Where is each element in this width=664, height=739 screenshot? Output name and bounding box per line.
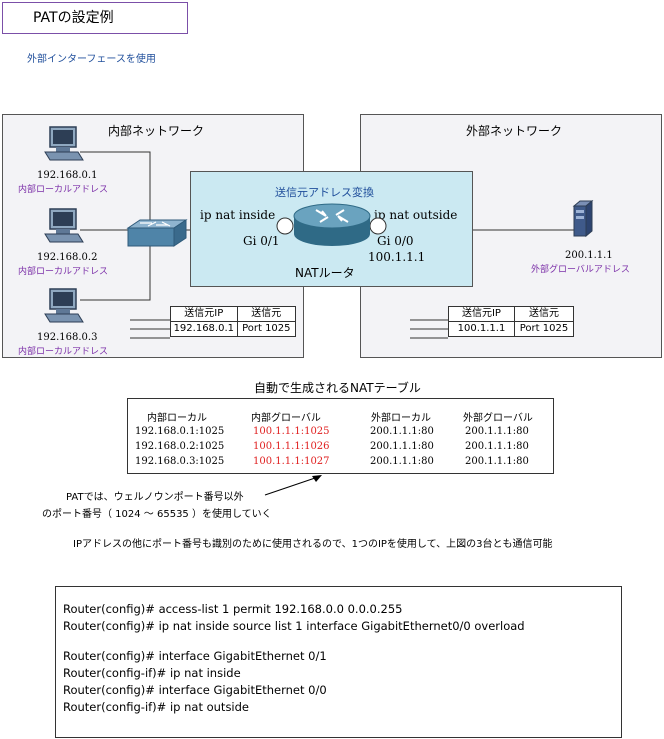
config-line: Router(config-if)# ip nat outside: [63, 700, 250, 714]
computer-icon: [44, 208, 84, 243]
server-ip: 200.1.1.1: [565, 250, 613, 261]
packet-src-port-header: 送信元: [513, 306, 575, 322]
nat-table-cell: 200.1.1.1:80: [370, 456, 434, 467]
outside-interface-name: Gi 0/0: [377, 234, 414, 248]
outside-interface-ip: 100.1.1.1: [368, 250, 426, 264]
nat-table-cell: 200.1.1.1:80: [465, 456, 529, 467]
host-ip: 192.168.0.3: [37, 332, 98, 343]
nat-table-cell: 200.1.1.1:80: [465, 441, 529, 452]
outside-packet-header: 送信元IP 送信元 100.1.1.1 Port 1025: [448, 306, 575, 337]
inside-packet-header: 送信元IP 送信元 192.168.0.1 Port 1025: [170, 306, 297, 337]
pat-note-line2: のポート番号（ 1024 ～ 65535 ）を使用していく: [42, 509, 272, 520]
server-role: 外部グローバルアドレス: [531, 265, 630, 275]
server-icon: [572, 200, 594, 238]
packet-src-ip: 100.1.1.1: [448, 321, 515, 337]
nat-table-cell: 192.168.0.3:1025: [135, 456, 225, 467]
nat-table-cell: 200.1.1.1:80: [370, 441, 434, 452]
packet-src-ip-header: 送信元IP: [448, 306, 515, 322]
nat-table-header: 内部グローバル: [251, 413, 321, 424]
inside-interface-marker: [276, 217, 294, 235]
nat-area-label: 送信元アドレス変換: [275, 186, 374, 199]
router-icon: [276, 203, 387, 246]
nat-table-cell: 200.1.1.1:80: [465, 426, 529, 437]
page-title: PATの設定例: [2, 2, 188, 34]
config-line: Router(config)# ip nat inside source lis…: [63, 619, 525, 633]
host-role: 内部ローカルアドレス: [18, 267, 109, 277]
link-pc1-switch: [80, 151, 151, 222]
nat-table-cell: 100.1.1.1:1026: [253, 441, 330, 452]
host-role: 内部ローカルアドレス: [18, 185, 109, 195]
packet-src-port: Port 1025: [236, 321, 297, 337]
outside-interface-marker: [369, 217, 387, 235]
inside-network-label: 内部ネットワーク: [108, 124, 205, 138]
config-gap: [63, 635, 621, 648]
outside-interface-cmd: ip nat outside: [374, 208, 458, 222]
link-pc3-switch: [80, 244, 151, 301]
nat-table-header: 外部ローカル: [371, 413, 431, 424]
inside-interface-name: Gi 0/1: [243, 234, 280, 248]
nat-table-cell: 192.168.0.2:1025: [135, 441, 225, 452]
switch-icon: [126, 219, 188, 247]
nat-table-header: 外部グローバル: [463, 413, 533, 424]
inside-interface-cmd: ip nat inside: [200, 208, 276, 222]
pat-note-line1: PATでは、ウェルノウンポート番号以外: [66, 492, 244, 503]
config-line: Router(config)# interface GigabitEtherne…: [63, 683, 327, 697]
config-line: Router(config-if)# ip nat inside: [63, 666, 241, 680]
packet-src-port-header: 送信元: [236, 306, 297, 322]
nat-table-cell: 100.1.1.1:1027: [253, 456, 330, 467]
router-name: NATルータ: [295, 266, 355, 280]
config-line: Router(config)# access-list 1 permit 192…: [63, 602, 403, 616]
host-ip: 192.168.0.2: [37, 252, 98, 263]
computer-icon: [44, 126, 84, 161]
host-role: 内部ローカルアドレス: [18, 347, 109, 357]
nat-table-cell: 192.168.0.1:1025: [135, 426, 225, 437]
computer-icon: [44, 288, 84, 323]
nat-table-caption: 自動で生成されるNATテーブル: [254, 381, 421, 395]
nat-table-header: 内部ローカル: [147, 413, 207, 424]
packet-src-ip: 192.168.0.1: [170, 321, 238, 337]
config-line: Router(config)# interface GigabitEtherne…: [63, 649, 327, 663]
outside-network-label: 外部ネットワーク: [466, 124, 563, 138]
nat-table: [127, 398, 554, 474]
nat-table-cell: 100.1.1.1:1025: [253, 426, 330, 437]
explanation-text: IPアドレスの他にポート番号も識別のために使用されるので、1つのIPを使用して、…: [73, 539, 553, 550]
host-ip: 192.168.0.1: [37, 170, 98, 181]
config-commands: Router(config)# access-list 1 permit 192…: [55, 586, 622, 738]
packet-src-ip-header: 送信元IP: [170, 306, 238, 322]
note-arrow: [264, 475, 322, 496]
packet-src-port: Port 1025: [513, 321, 575, 337]
page-subtitle: 外部インターフェースを使用: [27, 54, 156, 65]
nat-router-area: [190, 171, 473, 287]
nat-table-cell: 200.1.1.1:80: [370, 426, 434, 437]
